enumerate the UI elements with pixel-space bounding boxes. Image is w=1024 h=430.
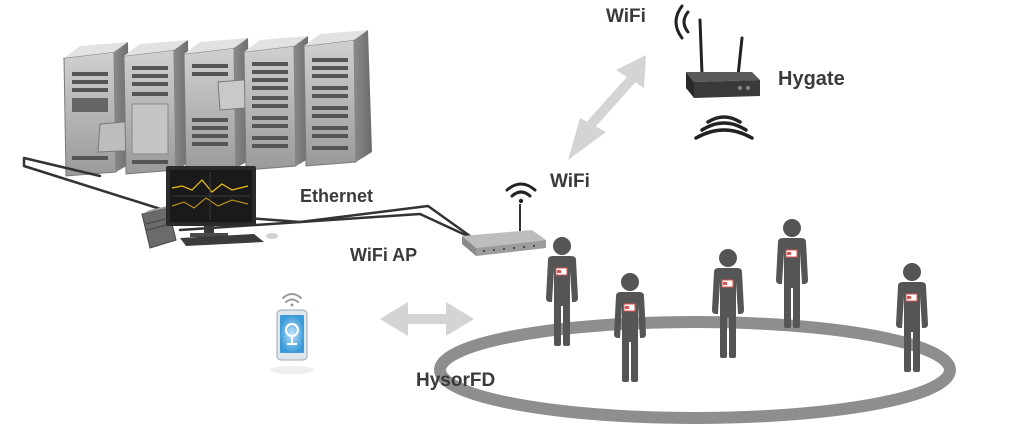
server-rack <box>303 30 372 167</box>
radio-waves-icon <box>674 4 690 40</box>
wifi-ap-router <box>462 204 546 256</box>
server-racks <box>63 30 372 177</box>
person-icon <box>712 249 744 358</box>
wifi-icon <box>282 293 302 307</box>
hysorfd-area-ring <box>434 316 956 424</box>
workstation <box>141 166 278 249</box>
wifi-ap-label: WiFi AP <box>350 245 418 265</box>
wifi-label-router: WiFi <box>550 171 590 192</box>
person-icon <box>776 219 808 328</box>
sensor-badge <box>905 293 918 302</box>
smartphone <box>270 309 314 374</box>
keyboard <box>180 234 264 246</box>
server-rack <box>123 40 190 175</box>
sensor-badge <box>555 267 568 276</box>
monitor <box>166 166 256 237</box>
person-icon <box>614 273 646 382</box>
hygate-label: Hygate <box>778 68 845 90</box>
wifi-icon <box>694 115 754 140</box>
double-arrow-icon <box>380 302 474 336</box>
sensor-badge <box>623 303 636 312</box>
wifi-icon <box>505 182 537 204</box>
hysorfd-label: HysorFD <box>416 370 496 391</box>
person-icon <box>546 237 578 346</box>
hygate-device <box>686 18 760 98</box>
ethernet-label: Ethernet <box>300 186 374 206</box>
server-rack <box>243 36 310 171</box>
people-group <box>546 219 928 382</box>
wifi-label-top: WiFi <box>606 6 646 27</box>
person-icon <box>896 263 928 372</box>
double-arrow-icon <box>568 55 646 160</box>
mouse <box>266 233 278 239</box>
sensor-badge <box>721 279 734 288</box>
sensor-badge <box>785 249 798 258</box>
